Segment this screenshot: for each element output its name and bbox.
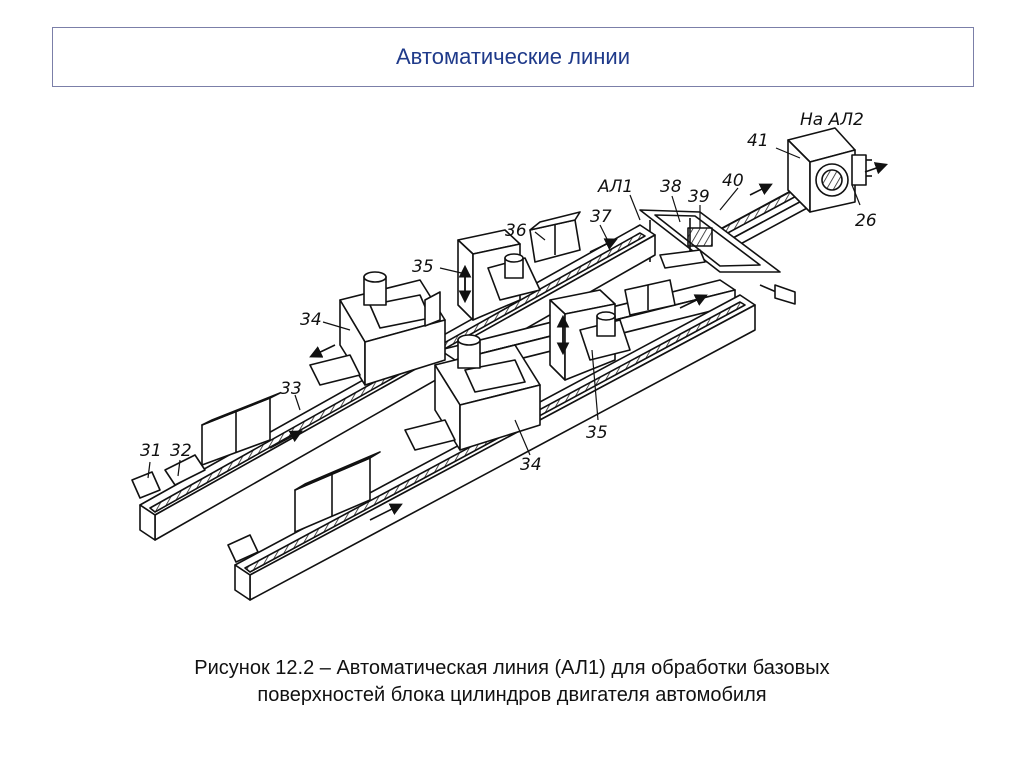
caption-line-2: поверхностей блока цилиндров двигателя а… xyxy=(257,684,767,706)
page-title: Автоматические линии xyxy=(396,44,630,69)
figure-caption: Рисунок 12.2 – Автоматическая линия (АЛ1… xyxy=(40,655,984,709)
title-box: Автоматические линии xyxy=(52,27,974,87)
label-al1: АЛ1 xyxy=(597,177,633,197)
upper-line xyxy=(131,211,736,541)
lower-line xyxy=(227,279,756,601)
label-34-bottom: 34 xyxy=(520,455,542,475)
label-35-bottom: 35 xyxy=(586,423,608,443)
transfer-frame xyxy=(639,209,796,305)
label-40: 40 xyxy=(722,171,744,191)
label-36: 36 xyxy=(505,221,527,241)
leader-lines xyxy=(147,147,861,479)
label-38: 38 xyxy=(660,177,682,197)
label-to-al2: На АЛ2 xyxy=(800,110,864,130)
label-32: 32 xyxy=(170,441,192,461)
label-39: 39 xyxy=(688,187,710,207)
caption-line-1: Рисунок 12.2 – Автоматическая линия (АЛ1… xyxy=(194,657,830,679)
label-34-top: 34 xyxy=(300,310,322,330)
label-26: 26 xyxy=(855,211,877,231)
label-35-top: 35 xyxy=(412,257,434,277)
diagram-labels: На АЛ2 41 40 39 38 АЛ1 37 36 35 34 33 31… xyxy=(140,110,877,475)
label-41: 41 xyxy=(747,131,769,151)
label-37: 37 xyxy=(590,207,612,227)
motion-arrows xyxy=(309,162,889,358)
label-31: 31 xyxy=(140,441,162,461)
label-33: 33 xyxy=(280,379,302,399)
station-41 xyxy=(787,127,872,213)
